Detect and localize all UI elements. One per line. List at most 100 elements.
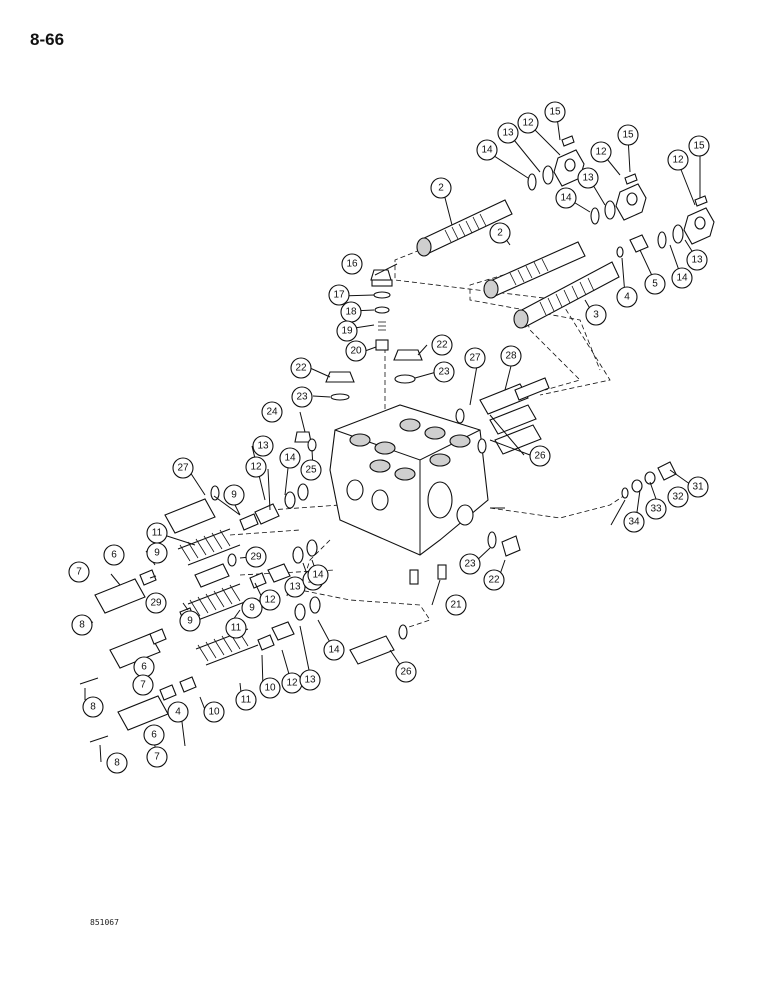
svg-text:2: 2 [497, 228, 503, 239]
svg-text:6: 6 [111, 550, 117, 561]
plug-stack [370, 269, 393, 351]
svg-text:15: 15 [693, 141, 705, 152]
callout-8: 8 [106, 752, 128, 774]
svg-text:3: 3 [593, 310, 599, 321]
callout-24: 24 [261, 401, 283, 423]
callout-6: 6 [133, 656, 155, 678]
svg-text:21: 21 [450, 600, 462, 611]
svg-text:23: 23 [438, 367, 450, 378]
callout-12: 12 [281, 672, 303, 694]
svg-text:12: 12 [250, 462, 262, 473]
callout-13: 13 [497, 122, 519, 144]
svg-text:20: 20 [350, 346, 362, 357]
callout-12: 12 [259, 589, 281, 611]
callout-29: 29 [245, 546, 267, 568]
callout-6: 6 [143, 724, 165, 746]
svg-text:8: 8 [114, 758, 120, 769]
callout-8: 8 [71, 614, 93, 636]
svg-text:7: 7 [154, 752, 160, 763]
svg-text:12: 12 [264, 595, 276, 606]
callout-4: 4 [167, 701, 189, 723]
svg-text:5: 5 [652, 279, 658, 290]
svg-text:12: 12 [672, 155, 684, 166]
callout-9: 9 [146, 542, 168, 564]
callout-12: 12 [667, 149, 689, 171]
svg-text:9: 9 [231, 490, 237, 501]
relief-cartridges-right [455, 377, 550, 455]
svg-text:10: 10 [264, 683, 276, 694]
svg-text:13: 13 [582, 173, 594, 184]
callout-14: 14 [671, 267, 693, 289]
callout-31: 31 [687, 476, 709, 498]
svg-text:32: 32 [672, 492, 684, 503]
callout-3: 3 [585, 304, 607, 326]
svg-text:14: 14 [328, 645, 340, 656]
svg-text:14: 14 [560, 193, 572, 204]
svg-text:6: 6 [151, 730, 157, 741]
callout-27: 27 [172, 457, 194, 479]
drawing-code: 851067 [90, 918, 119, 927]
svg-text:8: 8 [90, 702, 96, 713]
callout-23: 23 [291, 386, 313, 408]
svg-text:14: 14 [312, 570, 324, 581]
callout-26: 26 [529, 445, 551, 467]
svg-text:26: 26 [400, 667, 412, 678]
callout-16: 16 [341, 253, 363, 275]
svg-text:29: 29 [250, 552, 262, 563]
callout-13: 13 [299, 669, 321, 691]
callout-11: 11 [235, 689, 257, 711]
svg-text:23: 23 [296, 392, 308, 403]
svg-text:13: 13 [691, 255, 703, 266]
callout-28: 28 [500, 345, 522, 367]
svg-text:10: 10 [208, 707, 220, 718]
callout-22: 22 [431, 334, 453, 356]
callout-17: 17 [328, 284, 350, 306]
callout-21: 21 [445, 594, 467, 616]
svg-text:13: 13 [257, 441, 269, 452]
callout-8: 8 [82, 696, 104, 718]
svg-text:33: 33 [650, 504, 662, 515]
svg-text:29: 29 [150, 598, 162, 609]
callout-11: 11 [225, 617, 247, 639]
svg-text:27: 27 [177, 463, 189, 474]
svg-text:11: 11 [241, 695, 252, 706]
callout-13: 13 [686, 249, 708, 271]
svg-text:11: 11 [152, 528, 163, 539]
svg-text:27: 27 [469, 353, 481, 364]
callout-13: 13 [577, 167, 599, 189]
svg-text:4: 4 [175, 707, 181, 718]
callout-15: 15 [617, 124, 639, 146]
svg-text:13: 13 [304, 675, 316, 686]
callout-33: 33 [645, 498, 667, 520]
svg-text:16: 16 [346, 259, 358, 270]
svg-text:25: 25 [305, 465, 317, 476]
callout-20: 20 [345, 340, 367, 362]
callout-34: 34 [623, 511, 645, 533]
callout-29: 29 [145, 592, 167, 614]
svg-text:8: 8 [79, 620, 85, 631]
svg-text:14: 14 [676, 273, 688, 284]
svg-text:2: 2 [438, 183, 444, 194]
svg-text:7: 7 [140, 680, 146, 691]
callout-10: 10 [203, 701, 225, 723]
callout-15: 15 [544, 101, 566, 123]
valve-body [329, 404, 489, 585]
svg-text:22: 22 [295, 363, 307, 374]
svg-text:18: 18 [345, 307, 357, 318]
callout-6: 6 [103, 544, 125, 566]
svg-text:22: 22 [488, 575, 500, 586]
callout-4: 4 [616, 286, 638, 308]
callout-13: 13 [284, 576, 306, 598]
callout-10: 10 [259, 677, 281, 699]
callout-12: 12 [245, 456, 267, 478]
svg-text:4: 4 [624, 292, 630, 303]
spool-middle [483, 241, 586, 299]
svg-text:22: 22 [436, 340, 448, 351]
svg-text:12: 12 [522, 118, 534, 129]
svg-text:17: 17 [333, 290, 345, 301]
callout-14: 14 [307, 564, 329, 586]
callout-22: 22 [483, 569, 505, 591]
callout-27: 27 [464, 347, 486, 369]
svg-text:23: 23 [464, 559, 476, 570]
